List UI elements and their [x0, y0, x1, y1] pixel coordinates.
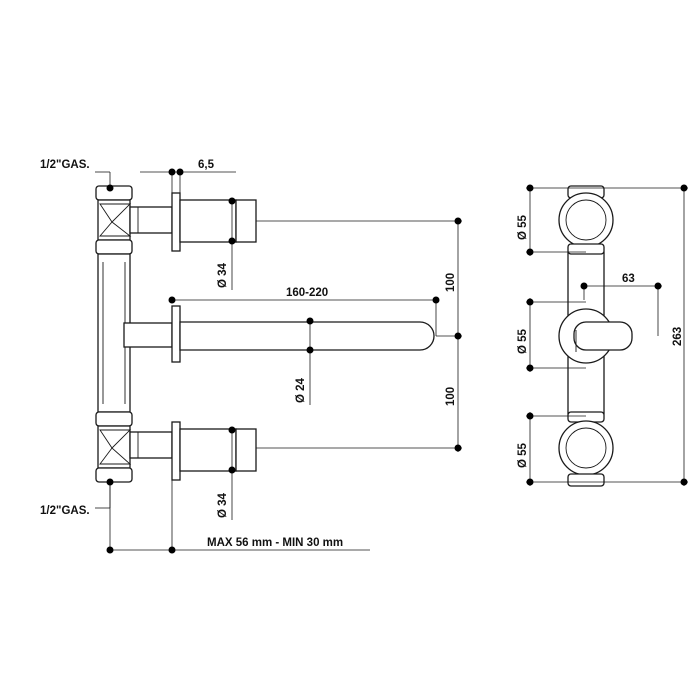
dim-dia24: Ø 24	[295, 377, 307, 403]
dim-160-220: 160-220	[286, 287, 328, 299]
front-dimension-dots	[526, 184, 688, 486]
dim-63: 63	[622, 273, 635, 285]
side-view: 1/2"GAS. 1/2"GAS. 6,5 Ø 34 Ø 34 160-220 …	[40, 159, 462, 554]
gas-label-bottom: 1/2"GAS.	[40, 505, 90, 517]
bottom-valve	[129, 421, 257, 481]
dim-dia55-bottom: Ø 55	[517, 442, 529, 468]
gas-label-top: 1/2"GAS.	[40, 159, 90, 171]
spout	[123, 305, 435, 363]
dim-max-min: MAX 56 mm - MIN 30 mm	[207, 537, 343, 549]
dimension-dots	[106, 168, 462, 554]
dim-dia34-top: Ø 34	[217, 262, 229, 288]
dim-100-bottom: 100	[445, 387, 457, 406]
dim-dia55-top: Ø 55	[517, 214, 529, 240]
dim-263: 263	[672, 327, 684, 346]
dim-dia34-bottom: Ø 34	[217, 492, 229, 518]
dim-dia55-mid: Ø 55	[517, 328, 529, 354]
dim-100-top: 100	[445, 273, 457, 292]
dim-6-5: 6,5	[198, 159, 215, 171]
front-view: Ø 55 Ø 55 Ø 55 63 263	[517, 184, 688, 487]
top-valve	[129, 192, 257, 252]
